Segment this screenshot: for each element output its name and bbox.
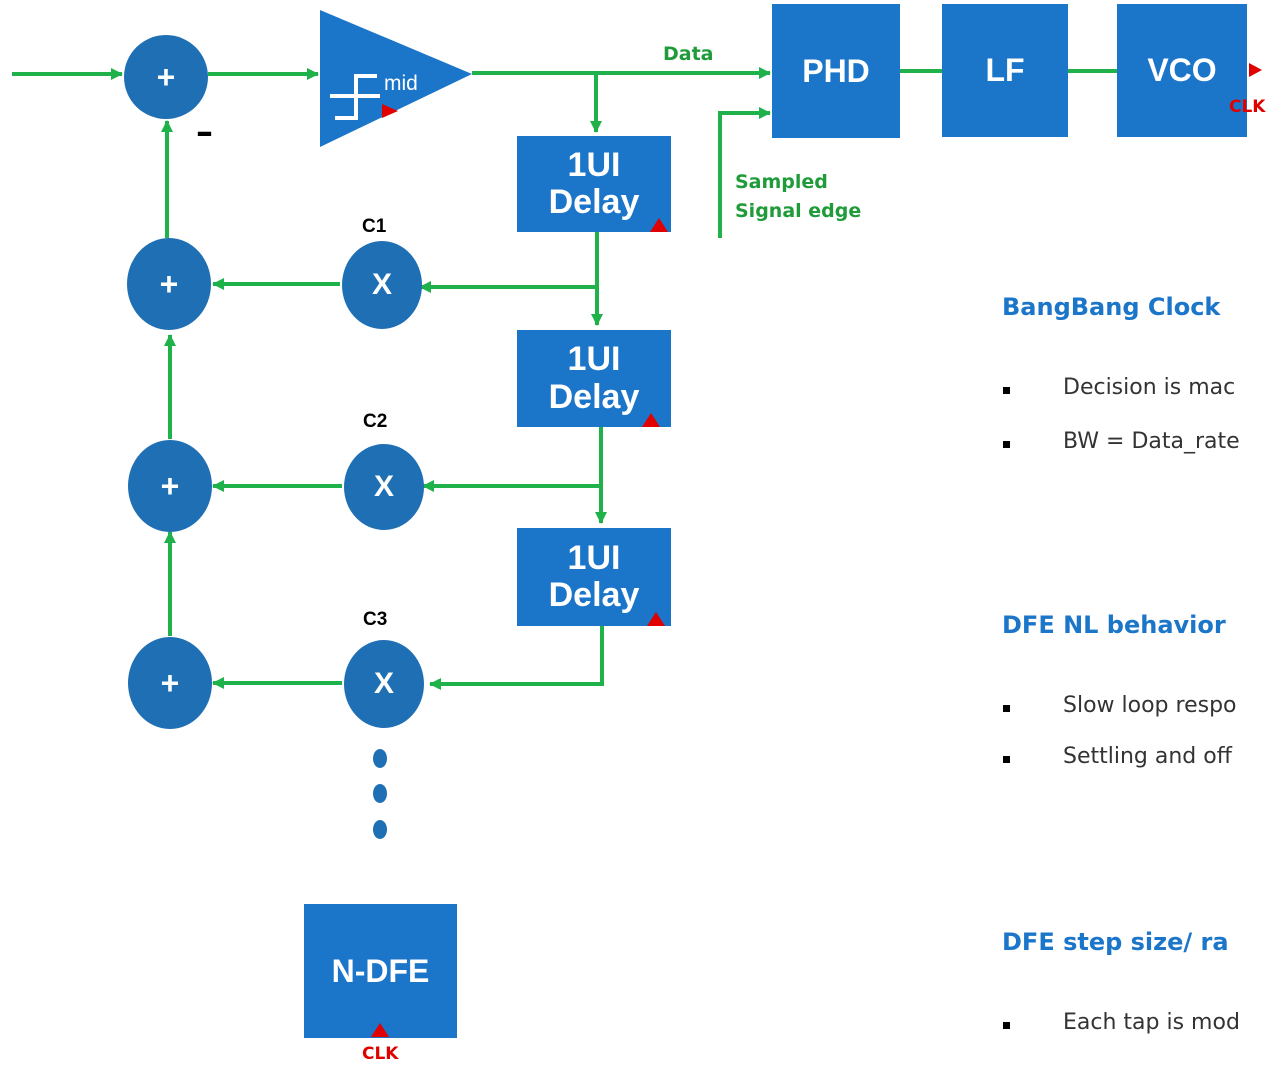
bullet-marker xyxy=(1003,441,1010,448)
note-bullet: Decision is mac xyxy=(1063,375,1236,400)
multiplier-2-symbol: X xyxy=(373,470,394,503)
vco-label: VCO xyxy=(1147,52,1217,88)
vco-block: VCO xyxy=(1117,4,1247,137)
delay-block-2: 1UI Delay xyxy=(517,330,671,427)
bullet-marker xyxy=(1003,705,1010,712)
bullet-marker xyxy=(1003,756,1010,763)
multiplier-2: X xyxy=(344,444,424,530)
coefficient-c2: C2 xyxy=(363,411,388,432)
negative-sign: – xyxy=(196,112,213,152)
phd-block: PHD xyxy=(772,4,900,138)
bullet-marker xyxy=(1003,1022,1010,1029)
continuation-dot xyxy=(373,820,387,839)
delay-label-3: 1UI Delay xyxy=(548,538,640,614)
ndfe-clk-label: CLK xyxy=(362,1044,399,1064)
vco-clock-marker xyxy=(1249,63,1262,77)
note-bullet: Slow loop respo xyxy=(1063,693,1237,718)
vco-clk-label: CLK xyxy=(1229,97,1266,117)
delay-3-clock-marker xyxy=(647,612,665,626)
note-bullet: Settling and off xyxy=(1063,744,1232,769)
sampled-edge-line-1: Sampled xyxy=(735,171,828,193)
wire-delay3-out xyxy=(429,626,604,690)
sampled-edge-label: Sampled Signal edge xyxy=(735,168,861,227)
data-label: Data xyxy=(663,43,714,65)
note-bullet: Each tap is mod xyxy=(1063,1010,1240,1035)
feedback-adder-3: + xyxy=(128,637,212,729)
continuation-dot xyxy=(373,784,387,803)
multiplier-3: X xyxy=(344,640,424,728)
delay-label-2: 1UI Delay xyxy=(548,340,640,416)
delay-block-1: 1UI Delay xyxy=(517,136,671,232)
multiplier-1-symbol: X xyxy=(371,268,392,301)
wire-sampled-edge xyxy=(718,107,771,238)
delay-label-1: 1UI Delay xyxy=(548,145,640,221)
coefficient-c1: C1 xyxy=(362,216,387,237)
continuation-dot xyxy=(373,749,387,768)
feedback-adder-1: + xyxy=(127,238,211,330)
bullet-marker xyxy=(1003,387,1010,394)
lf-label: LF xyxy=(985,52,1025,88)
feedback-adder-2-symbol: + xyxy=(160,467,180,504)
delay-block-3: 1UI Delay xyxy=(517,528,671,626)
phd-label: PHD xyxy=(802,52,870,89)
ndfe-block: N-DFE xyxy=(304,904,457,1038)
ndfe-label: N-DFE xyxy=(331,952,430,989)
ndfe-clock-marker xyxy=(371,1023,389,1037)
note-heading-bangbang: BangBang Clock xyxy=(1002,293,1221,321)
slicer-clock-marker xyxy=(382,104,398,118)
coefficient-c3: C3 xyxy=(363,609,388,630)
input-adder: + xyxy=(124,35,208,119)
delay-1-clock-marker xyxy=(650,218,668,232)
note-heading-dfe-nl: DFE NL behavior xyxy=(1002,611,1226,639)
multiplier-1: X xyxy=(342,241,422,329)
note-bullet: BW = Data_rate xyxy=(1063,429,1240,454)
delay-2-clock-marker xyxy=(642,413,660,427)
lf-block: LF xyxy=(942,4,1068,137)
feedback-adder-2: + xyxy=(128,440,212,532)
feedback-adder-1-symbol: + xyxy=(159,265,179,302)
note-heading-dfe-step: DFE step size/ ra xyxy=(1002,928,1229,956)
sampled-edge-line-2: Signal edge xyxy=(735,200,862,223)
input-adder-symbol: + xyxy=(156,58,176,95)
feedback-adder-3-symbol: + xyxy=(160,664,180,701)
multiplier-3-symbol: X xyxy=(373,667,394,700)
slicer-label: mid xyxy=(384,72,418,95)
